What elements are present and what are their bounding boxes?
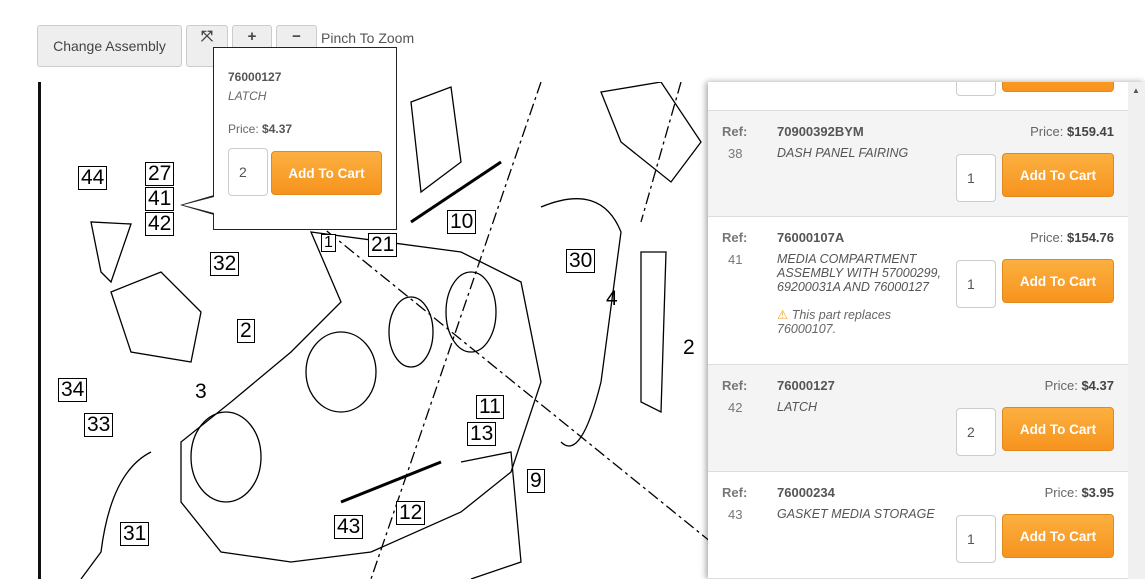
callout-12[interactable]: 12 <box>396 501 426 525</box>
add-to-cart-button[interactable]: Add To Cart <box>1002 514 1114 558</box>
popover-add-to-cart-button[interactable]: Add To Cart <box>271 151 382 195</box>
callout-33[interactable]: 33 <box>84 413 114 437</box>
callout-13[interactable]: 13 <box>467 422 497 446</box>
callout-31[interactable]: 31 <box>120 522 150 546</box>
add-to-cart-button[interactable]: Add To Cart <box>1002 407 1114 451</box>
ref-number: 43 <box>728 507 743 522</box>
callout-44[interactable]: 44 <box>78 166 108 190</box>
diagram-drawing <box>80 82 708 579</box>
part-description: LATCH <box>777 400 818 414</box>
part-description: MEDIA COMPARTMENT ASSEMBLY WITH 57000299… <box>777 252 941 294</box>
callout-21[interactable]: 21 <box>368 233 398 257</box>
callout-2[interactable]: 2 <box>237 319 255 343</box>
callout-27[interactable]: 27 <box>145 162 175 186</box>
part-number: 76000127 <box>777 378 835 393</box>
callout-10[interactable]: 10 <box>447 210 477 234</box>
part-price: Price: $3.95 <box>1044 485 1114 500</box>
replacement-warning: ⚠ This part replaces 76000107. <box>777 308 892 336</box>
ref-label: Ref: <box>722 230 748 245</box>
part-row: Ref: 42 76000127 LATCH Price: $4.37 2 Ad… <box>708 365 1128 472</box>
pinch-to-zoom-hint: Pinch To Zoom <box>321 30 415 46</box>
callout-1[interactable]: 1 <box>321 234 336 252</box>
plus-icon: + <box>247 28 257 45</box>
part-number: 76000234 <box>777 485 835 500</box>
popover-price: Price: $4.37 <box>228 122 293 136</box>
callout-41[interactable]: 41 <box>145 187 175 211</box>
part-row-partial <box>708 82 1128 111</box>
popover-qty-input[interactable]: 2 <box>228 148 268 196</box>
part-description: DASH PANEL FAIRING <box>777 146 909 160</box>
part-price: Price: $159.41 <box>1030 124 1114 139</box>
qty-input[interactable]: 1 <box>956 515 996 563</box>
part-row: Ref: 43 76000234 GASKET MEDIA STORAGE Pr… <box>708 472 1128 579</box>
callout-42[interactable]: 42 <box>145 212 175 236</box>
ref-label: Ref: <box>722 378 748 393</box>
ref-number: 41 <box>728 252 743 267</box>
warning-icon: ⚠ <box>777 308 789 322</box>
parts-list-panel: Ref: 38 70900392BYM DASH PANEL FAIRING P… <box>708 82 1145 579</box>
part-price: Price: $154.76 <box>1030 230 1114 245</box>
callout-4[interactable]: 4 <box>606 287 618 310</box>
part-price: Price: $4.37 <box>1044 378 1114 393</box>
qty-input[interactable]: 1 <box>956 154 996 202</box>
ref-number: 42 <box>728 400 743 415</box>
callout-2b[interactable]: 2 <box>683 336 695 359</box>
part-number: 76000107A <box>777 230 845 245</box>
popover-part-number: 76000127 <box>228 70 282 84</box>
add-to-cart-button[interactable] <box>1002 82 1114 92</box>
qty-input[interactable]: 1 <box>956 260 996 308</box>
popover-description: LATCH <box>228 89 267 103</box>
add-to-cart-button[interactable]: Add To Cart <box>1002 259 1114 303</box>
part-row: Ref: 38 70900392BYM DASH PANEL FAIRING P… <box>708 111 1128 217</box>
ref-label: Ref: <box>722 124 748 139</box>
part-number: 70900392BYM <box>777 124 864 139</box>
part-row: Ref: 41 76000107A MEDIA COMPARTMENT ASSE… <box>708 217 1128 365</box>
callout-43[interactable]: 43 <box>334 515 364 539</box>
change-assembly-button[interactable]: Change Assembly <box>37 25 182 67</box>
qty-input[interactable] <box>956 82 996 96</box>
callout-3[interactable]: 3 <box>195 380 207 403</box>
popover-pointer-fill <box>183 197 214 213</box>
part-description: GASKET MEDIA STORAGE <box>777 507 935 521</box>
minus-icon: − <box>292 28 301 45</box>
callout-9[interactable]: 9 <box>527 469 545 493</box>
add-to-cart-button[interactable]: Add To Cart <box>1002 153 1114 197</box>
qty-input[interactable]: 2 <box>956 408 996 456</box>
callout-32[interactable]: 32 <box>210 252 240 276</box>
scroll-up-arrow-icon[interactable]: ▲ <box>1132 86 1140 95</box>
fullscreen-button[interactable]: ⤧ <box>186 25 228 67</box>
expand-icon: ⤧ <box>200 28 213 45</box>
callout-34[interactable]: 34 <box>58 378 88 402</box>
scrollbar[interactable]: ▲ <box>1128 82 1145 579</box>
ref-number: 38 <box>728 146 743 161</box>
callout-30[interactable]: 30 <box>566 249 596 273</box>
part-popover: 76000127 LATCH Price: $4.37 2 Add To Car… <box>213 47 397 230</box>
ref-label: Ref: <box>722 485 748 500</box>
callout-11[interactable]: 11 <box>476 395 504 419</box>
